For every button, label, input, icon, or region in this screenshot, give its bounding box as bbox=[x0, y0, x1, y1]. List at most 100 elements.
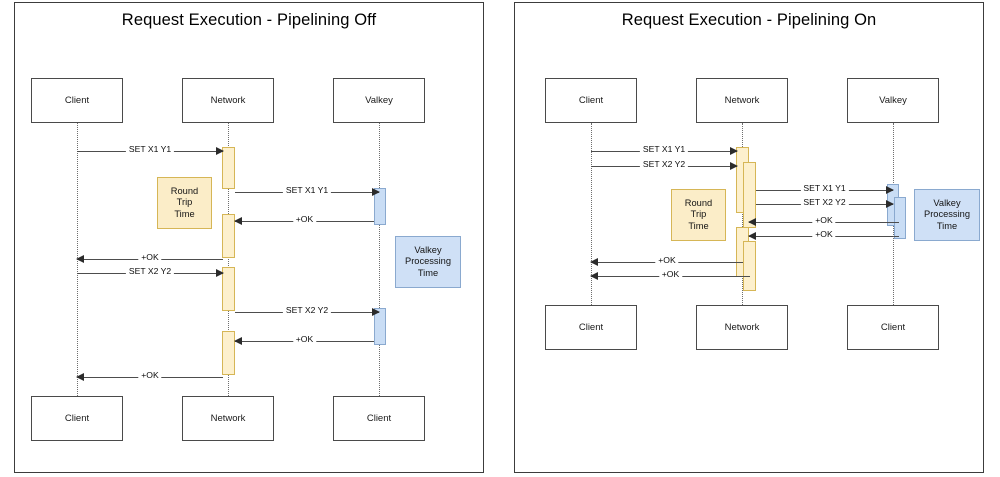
note-line: Trip bbox=[690, 209, 707, 220]
activation-bar-network-3 bbox=[222, 267, 235, 311]
activation-bar-valkey-1 bbox=[374, 188, 386, 225]
lifeline-footer-client-right: Client bbox=[333, 396, 425, 441]
message-label: SET X2 Y2 bbox=[282, 304, 332, 315]
note-line: Round bbox=[170, 185, 199, 196]
message-arrow: SET X2 Y2 bbox=[591, 158, 738, 170]
activation-bar-valkey-2 bbox=[374, 308, 386, 345]
arrow-head-icon bbox=[730, 161, 738, 170]
note-line: Time bbox=[174, 208, 195, 219]
activation-bar-network-1 bbox=[222, 147, 235, 189]
lifeline-header-valkey-top: Valkey bbox=[847, 78, 939, 123]
message-label: +OK bbox=[292, 333, 317, 344]
note-line: Valkey bbox=[933, 197, 961, 208]
activation-bar-network-4 bbox=[222, 331, 235, 375]
lifeline-valkey bbox=[379, 123, 380, 396]
arrow-head-icon bbox=[730, 146, 738, 155]
message-label: +OK bbox=[138, 251, 162, 262]
note-valkey-processing-time: Valkey Processing Time bbox=[395, 236, 461, 288]
message-arrow: SET X1 Y1 bbox=[77, 143, 224, 155]
lifeline-client bbox=[591, 123, 592, 305]
arrow-head-icon bbox=[216, 268, 224, 277]
page-title-pipelining-off: Request Execution - Pipelining Off bbox=[121, 11, 377, 29]
arrow-head-icon bbox=[76, 372, 84, 381]
diagram-panel-pipelining-on: Request Execution - Pipelining On Client… bbox=[514, 2, 984, 473]
arrow-head-icon bbox=[372, 307, 380, 316]
lifeline-footer-client-left: Client bbox=[545, 305, 637, 350]
lifeline-footer-client-left: Client bbox=[31, 396, 123, 441]
message-arrow: +OK bbox=[76, 251, 223, 263]
lifeline-header-client-top: Client bbox=[545, 78, 637, 123]
lifeline-label: Valkey bbox=[365, 95, 393, 106]
message-arrow: SET X1 Y1 bbox=[756, 182, 894, 194]
lifeline-network bbox=[742, 123, 743, 305]
message-label: SET X2 Y2 bbox=[125, 265, 175, 276]
note-line: Valkey bbox=[414, 244, 442, 255]
lifeline-label: Client bbox=[880, 322, 906, 333]
activation-bar-valkey-2 bbox=[894, 197, 906, 239]
lifeline-label: Client bbox=[64, 95, 90, 106]
note-line: Round bbox=[684, 197, 713, 208]
message-arrow: +OK bbox=[748, 228, 899, 240]
message-arrow: SET X2 Y2 bbox=[235, 304, 380, 316]
message-arrow: +OK bbox=[590, 268, 750, 280]
message-label: SET X2 Y2 bbox=[639, 158, 689, 169]
lifeline-label: Network bbox=[210, 95, 246, 106]
arrow-head-icon bbox=[590, 257, 598, 266]
message-arrow: +OK bbox=[234, 333, 374, 345]
message-arrow: +OK bbox=[234, 213, 374, 225]
message-label: SET X1 Y1 bbox=[125, 143, 175, 154]
message-label: +OK bbox=[655, 254, 679, 265]
message-label: +OK bbox=[658, 268, 683, 279]
note-round-trip-time: Round Trip Time bbox=[671, 189, 726, 241]
message-label: SET X1 Y1 bbox=[639, 143, 689, 154]
arrow-head-icon bbox=[372, 187, 380, 196]
message-arrow: SET X2 Y2 bbox=[756, 196, 894, 208]
arrow-head-icon bbox=[76, 254, 84, 263]
lifeline-network bbox=[228, 123, 229, 396]
arrow-head-icon bbox=[886, 185, 894, 194]
lifeline-label: Client bbox=[578, 322, 604, 333]
arrow-head-icon bbox=[234, 216, 242, 225]
page-title-pipelining-on: Request Execution - Pipelining On bbox=[621, 11, 877, 29]
lifeline-footer-network: Network bbox=[182, 396, 274, 441]
message-label: +OK bbox=[292, 213, 317, 224]
message-arrow: +OK bbox=[748, 214, 899, 226]
message-label: SET X2 Y2 bbox=[800, 196, 849, 207]
note-valkey-processing-time: Valkey Processing Time bbox=[914, 189, 980, 241]
message-label: +OK bbox=[812, 228, 836, 239]
lifeline-label: Valkey bbox=[879, 95, 907, 106]
note-line: Time bbox=[417, 267, 439, 278]
note-line: Time bbox=[688, 220, 709, 231]
lifeline-label: Client bbox=[64, 413, 90, 424]
note-line: Processing bbox=[405, 256, 451, 267]
lifeline-header-valkey-top: Valkey bbox=[333, 78, 425, 123]
message-label: SET X1 Y1 bbox=[800, 182, 849, 193]
message-arrow: SET X2 Y2 bbox=[77, 265, 224, 277]
message-arrow: +OK bbox=[76, 369, 223, 381]
lifeline-label: Network bbox=[724, 322, 760, 333]
activation-bar-network-2 bbox=[222, 214, 235, 258]
note-round-trip-time: Round Trip Time bbox=[157, 177, 212, 229]
arrow-head-icon bbox=[748, 217, 756, 226]
arrow-head-icon bbox=[216, 146, 224, 155]
message-arrow: SET X1 Y1 bbox=[591, 143, 738, 155]
lifeline-footer-network: Network bbox=[696, 305, 788, 350]
arrow-head-icon bbox=[748, 231, 756, 240]
lifeline-label: Network bbox=[724, 95, 760, 106]
note-line: Processing bbox=[924, 209, 970, 220]
activation-bar-network-2 bbox=[743, 162, 756, 228]
lifeline-label: Network bbox=[210, 413, 246, 424]
lifeline-header-network-top: Network bbox=[696, 78, 788, 123]
activation-bar-network-4 bbox=[743, 241, 756, 291]
message-label: +OK bbox=[812, 214, 836, 225]
message-arrow: +OK bbox=[590, 254, 743, 266]
lifeline-header-client-top: Client bbox=[31, 78, 123, 123]
diagram-panel-pipelining-off: Request Execution - Pipelining Off Clien… bbox=[14, 2, 484, 473]
message-label: +OK bbox=[138, 369, 162, 380]
lifeline-footer-client-right: Client bbox=[847, 305, 939, 350]
lifeline-label: Client bbox=[578, 95, 604, 106]
note-line: Trip bbox=[176, 197, 193, 208]
arrow-head-icon bbox=[234, 336, 242, 345]
message-arrow: SET X1 Y1 bbox=[235, 184, 380, 196]
arrow-head-icon bbox=[886, 199, 894, 208]
